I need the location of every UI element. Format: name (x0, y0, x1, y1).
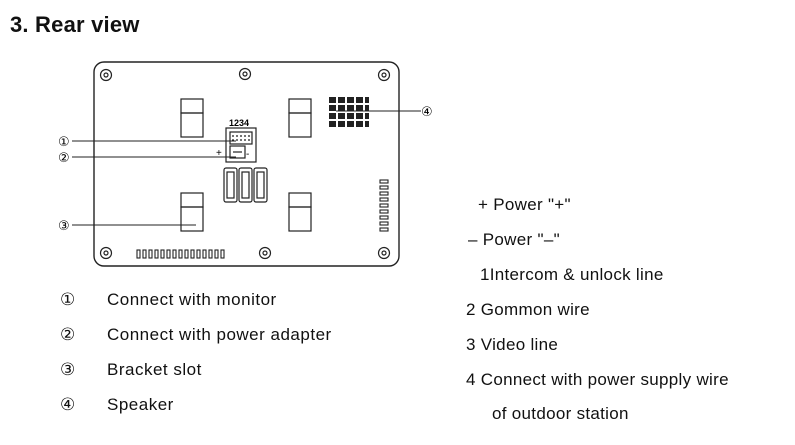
plus-mark: + (216, 148, 222, 159)
wiring-item: – Power "–" (468, 230, 560, 249)
screw-hole (238, 67, 252, 81)
page-title: 3. Rear view (10, 12, 140, 37)
speaker-grille (329, 97, 369, 127)
bracket-slot (288, 192, 312, 232)
bracket-slot (288, 98, 312, 138)
screw-hole (99, 246, 113, 260)
connector-block (225, 127, 257, 163)
wiring-item: 3 Video line (466, 335, 559, 354)
callout-1: ① (58, 135, 70, 150)
dip-switch-label: 1234 (229, 118, 249, 128)
legend-text: Speaker (107, 395, 174, 414)
port-slots (223, 167, 268, 203)
wiring-item: of outdoor station (492, 404, 629, 423)
side-vent (379, 179, 389, 232)
wiring-item: + Power "+" (478, 195, 571, 214)
wiring-item: 1Intercom & unlock line (480, 265, 664, 284)
legend-number: ③ (60, 360, 76, 379)
legend-number: ② (60, 325, 76, 344)
screw-hole (377, 68, 391, 82)
legend-text: Connect with monitor (107, 290, 277, 309)
monitor-body (93, 61, 400, 267)
callout-4: ④ (421, 105, 433, 120)
legend-text: Connect with power adapter (107, 325, 332, 344)
screw-hole (99, 68, 113, 82)
legend-number: ① (60, 290, 76, 309)
legend-number: ④ (60, 395, 76, 414)
callout-lines (72, 110, 421, 226)
bottom-vent (136, 249, 225, 259)
bracket-slots (180, 98, 312, 232)
legend-text: Bracket slot (107, 360, 202, 379)
bracket-slot (180, 98, 204, 138)
callout-3: ③ (58, 219, 70, 234)
wiring-item: 2 Gommon wire (466, 300, 590, 319)
screw-holes (99, 67, 391, 260)
callout-2: ② (58, 151, 70, 166)
screw-hole (377, 246, 391, 260)
bracket-slot (180, 192, 204, 232)
wiring-item: 4 Connect with power supply wire (466, 370, 729, 389)
screw-hole (258, 246, 272, 260)
minus-mark: - (246, 149, 249, 160)
